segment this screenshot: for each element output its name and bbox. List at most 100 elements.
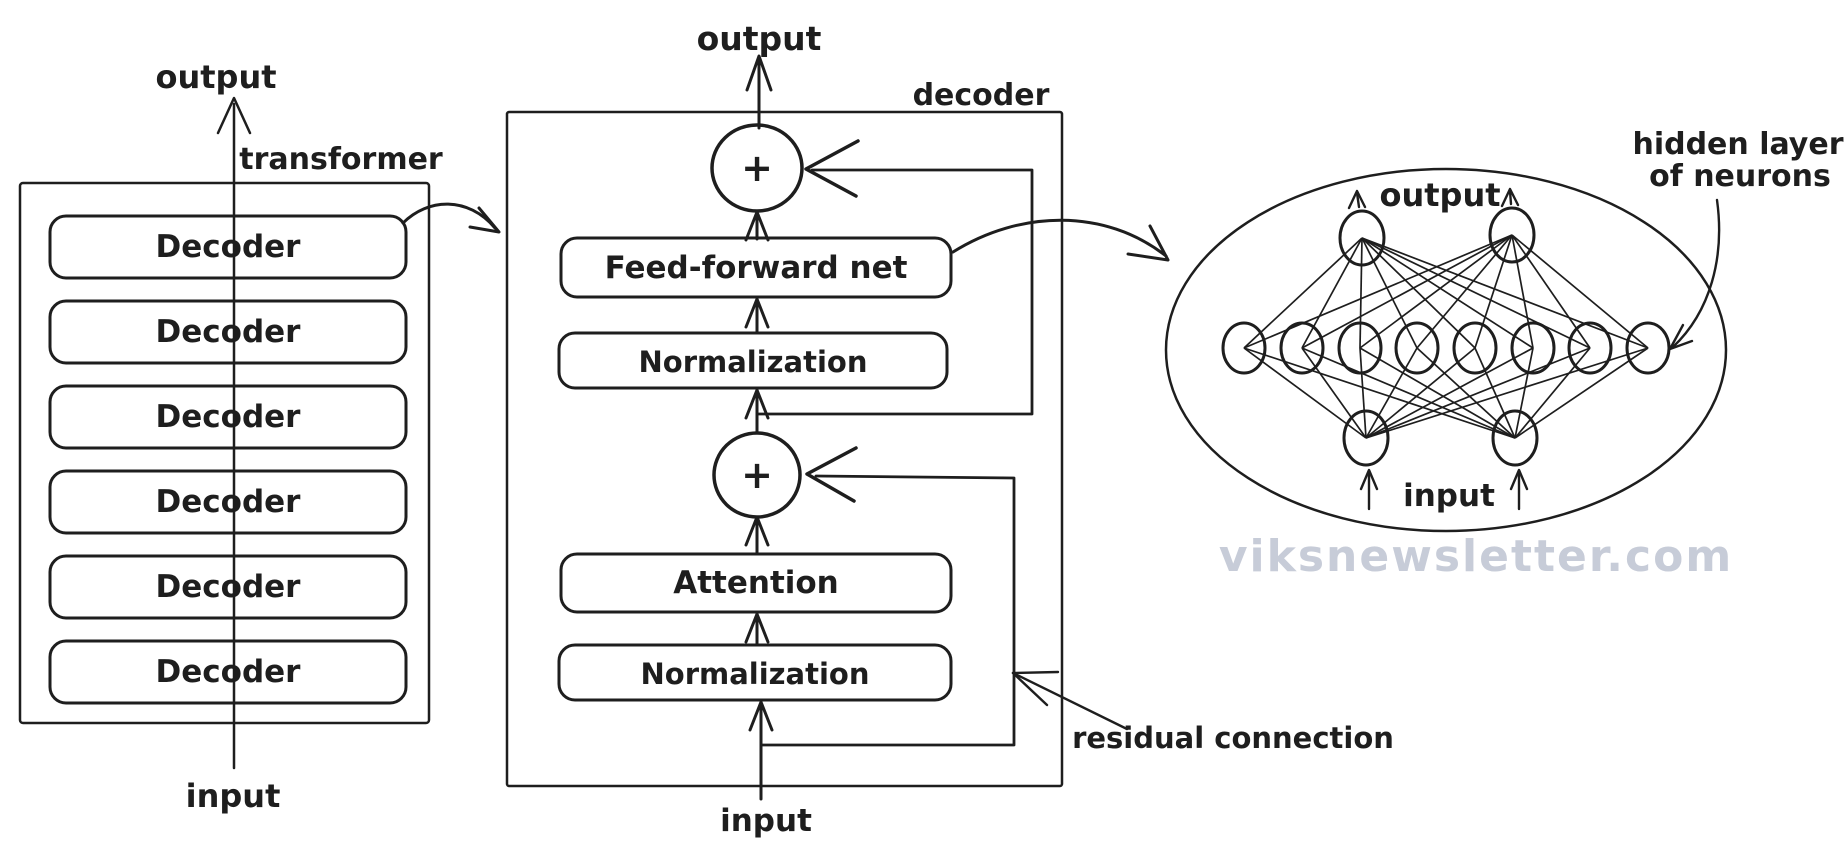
decoder-block-6: Decoder	[48, 639, 408, 705]
decoder-output-label: output	[697, 19, 822, 58]
normalization-upper-label: Normalization	[639, 345, 868, 379]
nn-connection	[1301, 347, 1516, 439]
residual-pointer-line	[1011, 671, 1129, 731]
nn-connection	[1359, 234, 1513, 349]
residual-pointer-barb	[1011, 670, 1060, 675]
nn-connection	[1511, 234, 1591, 349]
sum-node-top: +	[710, 123, 804, 213]
neural-net-panel: output input hidden layer of neurons	[1164, 127, 1844, 533]
nn-connection	[1365, 347, 1649, 439]
nn-connection	[1359, 237, 1363, 349]
residual-pointer-barb	[1011, 671, 1049, 707]
plus-sign: +	[741, 146, 773, 190]
stack-output-label: output	[155, 58, 276, 96]
residual-path-lower	[759, 474, 1016, 747]
decoder-title: decoder	[913, 78, 1050, 113]
nn-hidden-layer	[1221, 321, 1671, 375]
decoder-block-label: Decoder	[156, 484, 302, 520]
nn-hidden-node	[1452, 321, 1498, 375]
nn-connection	[1361, 237, 1591, 349]
nn-hidden-node	[1394, 321, 1440, 375]
arrow-transformer-to-decoder-head	[468, 206, 501, 234]
decoder-block-3: Decoder	[48, 384, 408, 450]
nn-connection	[1361, 237, 1476, 349]
nn-hidden-node	[1279, 321, 1325, 375]
nn-connection	[1361, 237, 1534, 349]
plus-sign: +	[741, 453, 773, 497]
flow-arrows	[744, 54, 774, 801]
hidden-layer-annotation: hidden layer of neurons	[1632, 127, 1844, 351]
annotation-line2: of neurons	[1649, 159, 1831, 194]
nn-connection	[1361, 237, 1649, 349]
feed-forward-label: Feed-forward net	[605, 250, 908, 286]
decoder-box	[505, 110, 1064, 788]
feed-forward-box: Feed-forward net	[559, 236, 953, 299]
sum-node-bottom: +	[712, 431, 802, 519]
nn-connection	[1511, 234, 1649, 349]
stack-output-arrowhead	[216, 96, 252, 135]
nn-output-node	[1338, 209, 1386, 267]
nn-hidden-node	[1221, 321, 1267, 375]
nn-connection	[1301, 347, 1367, 439]
nn-connection	[1514, 347, 1591, 439]
decoder-block-label: Decoder	[156, 314, 302, 350]
decoder-block-1: Decoder	[48, 214, 408, 280]
nn-connection	[1514, 347, 1534, 439]
decoder-block-label: Decoder	[156, 654, 302, 690]
arrow-ffn-to-network	[951, 218, 1168, 258]
nn-hidden-node	[1337, 321, 1383, 375]
watermark: viksnewsletter.com	[1219, 531, 1733, 582]
nn-output-label: output	[1379, 176, 1500, 214]
decoder-block-5: Decoder	[48, 554, 408, 620]
nn-hidden-node	[1625, 321, 1671, 375]
arrow-annotation-to-node	[1671, 198, 1721, 349]
transformer-stack-panel: output transformer input Decoder Decoder…	[18, 58, 501, 815]
nn-input-node	[1342, 409, 1390, 467]
nn-connection	[1243, 237, 1363, 349]
nn-connection	[1301, 237, 1363, 349]
arrow-ffn-to-network-head	[1126, 224, 1170, 262]
residual-path-upper	[755, 168, 1034, 416]
nn-input-node	[1491, 409, 1539, 467]
normalization-upper-box: Normalization	[557, 331, 949, 390]
decoder-block-label: Decoder	[156, 229, 302, 265]
decoder-block-4: Decoder	[48, 469, 408, 535]
attention-label: Attention	[673, 565, 839, 601]
nn-connections	[1243, 234, 1649, 439]
residual-annotation: residual connection	[1011, 670, 1394, 755]
residual-connection-label: residual connection	[1072, 721, 1394, 755]
nn-hidden-node	[1510, 321, 1556, 375]
nn-connection	[1301, 234, 1513, 349]
nn-connection	[1359, 347, 1367, 439]
nn-connection	[1361, 237, 1418, 349]
nn-connection	[1474, 347, 1516, 439]
normalization-lower-box: Normalization	[557, 643, 953, 702]
nn-connection	[1243, 347, 1516, 439]
decoder-block-label: Decoder	[156, 569, 302, 605]
nn-hidden-node	[1567, 321, 1613, 375]
arrow-transformer-to-decoder	[401, 202, 497, 230]
nn-connection	[1243, 347, 1367, 439]
network-ellipse-outline	[1164, 167, 1728, 533]
residual-arrowhead-upper	[804, 139, 860, 198]
stack-input-label: input	[186, 777, 281, 815]
nn-io-arrows	[1347, 187, 1529, 511]
nn-output-node	[1488, 206, 1536, 264]
nn-connection	[1474, 234, 1513, 349]
decoder-block-2: Decoder	[48, 299, 408, 365]
normalization-lower-label: Normalization	[641, 657, 870, 691]
residual-arrowhead-lower	[805, 446, 858, 503]
nn-connection	[1365, 347, 1534, 439]
arrow-annotation-to-node-head	[1668, 323, 1694, 351]
decoder-input-label: input	[720, 803, 812, 839]
nn-connection	[1365, 347, 1418, 439]
nn-connection	[1365, 347, 1591, 439]
nn-connection	[1511, 234, 1534, 349]
transformer-title: transformer	[239, 142, 443, 177]
nn-connection	[1359, 347, 1516, 439]
transformer-box	[18, 181, 431, 725]
attention-box: Attention	[559, 552, 953, 614]
nn-connection	[1416, 347, 1516, 439]
